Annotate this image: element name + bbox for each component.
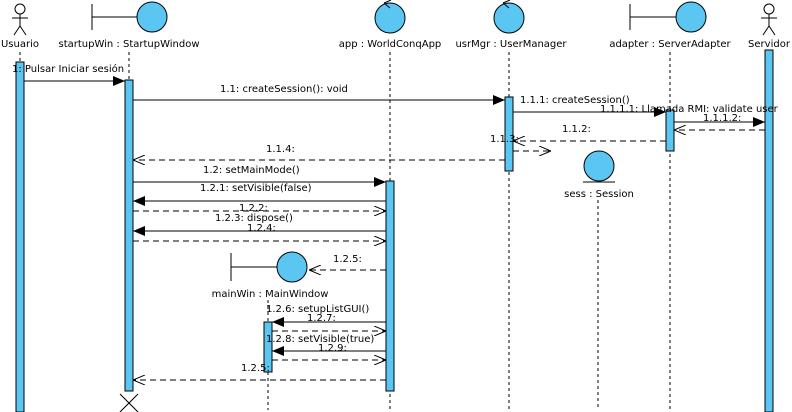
message-label-1-1-1-1: 1.1.1.1: Llamada RMI: validate user: [600, 104, 779, 115]
message-label-1: 1: Pulsar Iniciar sesión: [12, 63, 124, 75]
destroy-icon: [119, 393, 139, 412]
message-label-1-1-3: 1.1.3:: [490, 134, 519, 145]
message-label-1-1-2: 1.1.2:: [562, 124, 591, 135]
message-label-1-2-4: 1.2.4:: [247, 223, 276, 234]
boundary-mainwin-icon: [230, 251, 308, 283]
actor-servidor-icon: [761, 3, 777, 36]
participant-adapter-label: adapter : ServerAdapter: [609, 39, 731, 50]
participant-app-label: app : WorldConqApp: [339, 39, 442, 50]
participant-mainwin-label: mainWin : MainWindow: [212, 289, 329, 300]
message-label-1-1-4: 1.1.4:: [266, 144, 295, 155]
boundary-adapter-icon: [629, 1, 707, 33]
message-label-1-2-1: 1.2.1: setVisible(false): [200, 183, 312, 194]
message-label-1-2-6: 1.2.6: setupListGUI(): [266, 304, 369, 315]
participant-usuario-label: Usuario: [1, 39, 39, 50]
boundary-startupwin-icon: [91, 1, 168, 33]
message-label-1-1: 1.1: createSession(): void: [220, 84, 348, 95]
actor-usuario-icon: [12, 3, 28, 36]
activation-adapter: [665, 109, 675, 152]
message-label-1-2-2: 1.2.2:: [239, 203, 268, 214]
participant-servidor-label: Servidor: [748, 39, 791, 50]
entity-sess-icon: [583, 150, 615, 183]
message-label-1-1-1: 1.1.1: createSession(): [520, 95, 630, 106]
participant-usrmgr-label: usrMgr : UserManager: [455, 39, 567, 50]
message-label-1-2-5-return: 1.2.5:: [241, 363, 270, 374]
message-label-1-1-1-2: 1.1.1.2:: [703, 113, 741, 124]
message-label-1-2-9: 1.2.9:: [318, 343, 347, 354]
message-label-1-2-7: 1.2.7:: [307, 313, 336, 324]
activation-usuario: [15, 61, 25, 412]
control-app-icon: [374, 0, 406, 34]
message-label-1-2-8: 1.2.8: setVisible(true): [266, 334, 374, 345]
activation-usrmgr: [504, 96, 514, 172]
message-label-1-2-5: 1.2.5:: [333, 254, 362, 265]
message-label-1-2-3: 1.2.3: dispose(): [215, 213, 293, 224]
activation-servidor: [764, 49, 774, 412]
participant-sess-label: sess : Session: [564, 189, 634, 200]
activation-startupwin: [124, 79, 134, 392]
control-usrmgr-icon: [493, 0, 525, 34]
message-label-1-2: 1.2: setMainMode(): [203, 165, 300, 176]
activation-app: [385, 180, 395, 392]
participant-startupwin-label: startupWin : StartupWindow: [58, 39, 199, 50]
